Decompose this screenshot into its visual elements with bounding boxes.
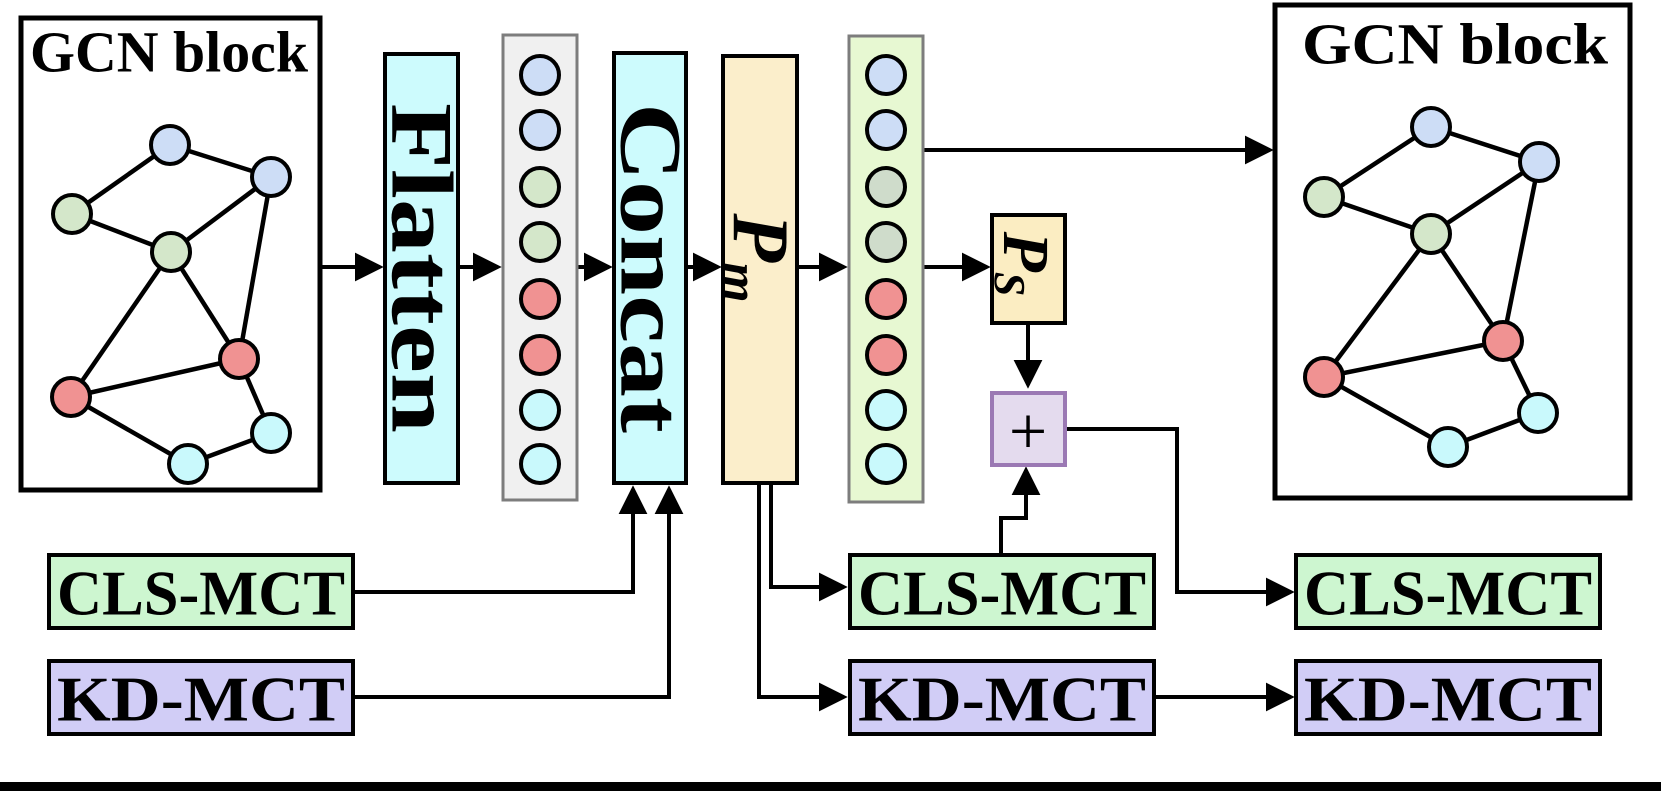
feature-column-green: [847, 34, 925, 504]
ps-subscript: S: [986, 272, 1035, 296]
graph-node-cyan: [167, 443, 209, 485]
vector-cell-cyan: [519, 443, 561, 485]
plus-label: +: [1009, 393, 1047, 469]
vector-cell-red: [865, 334, 907, 376]
ps-block: PS: [986, 213, 1067, 325]
vector-cell-cyan: [865, 389, 907, 431]
plus-block: +: [990, 391, 1067, 469]
ps-base: P: [990, 231, 1063, 273]
vector-cell-cyan: [865, 443, 907, 485]
vector-cell-red: [519, 334, 561, 376]
vector-cell-blue: [519, 54, 561, 96]
kd-mct-right-box: [1294, 659, 1602, 736]
gcn-block-left: GCN block: [18, 15, 323, 493]
arrow-plus-to-clsright: [1065, 427, 1295, 607]
vector-cell-red: [865, 278, 907, 320]
flatten-box: [383, 52, 460, 485]
flatten-block: Flatten: [373, 52, 470, 485]
cls-mct-left-box: [47, 553, 355, 630]
vector-cell-blue: [519, 109, 561, 151]
graph-node-red: [50, 376, 92, 418]
vector-cell-blue: [865, 54, 907, 96]
cls-mct-right-box: [1294, 553, 1602, 630]
kd-mct-left-label: KD-MCT: [57, 664, 345, 735]
cls-mct-middle-box: [848, 553, 1156, 630]
graph-edge: [1322, 125, 1433, 199]
mct-boxes: CLS-MCT KD-MCT CLS-MCT KD-MCT CLS-MCT KD…: [47, 553, 1602, 736]
concat-box: [612, 51, 688, 485]
graph-node-blue: [1410, 106, 1452, 148]
arrow-pm-to-clsmid: [769, 483, 848, 602]
kd-mct-right-label: KD-MCT: [1304, 664, 1592, 735]
pm-block: Pm: [712, 54, 805, 485]
gcn-right-frame: [1272, 2, 1633, 501]
cls-mct-right-label: CLS-MCT: [1304, 558, 1592, 629]
graph-edge: [69, 250, 173, 399]
graph-edge: [70, 356, 240, 400]
graph-edge: [1500, 161, 1542, 342]
graph-node-red: [1482, 320, 1524, 362]
arrow-clsmid-to-plus: [999, 466, 1041, 555]
flatten-label: Flatten: [373, 103, 470, 433]
graph-edge: [1322, 232, 1433, 379]
green-column-box: [847, 34, 925, 504]
kd-mct-left-box: [47, 659, 355, 736]
ps-label: PS: [986, 231, 1063, 297]
graph-node-blue: [1518, 141, 1560, 183]
bottom-rule: [0, 782, 1661, 791]
vector-cell-blue: [865, 109, 907, 151]
vector-cell-cyan: [519, 389, 561, 431]
ps-box: [990, 213, 1067, 325]
gcn-block-right: GCN block: [1272, 2, 1633, 501]
graph-edge: [236, 176, 274, 360]
concat-label: Concat: [602, 103, 699, 433]
graph-edge: [1323, 338, 1504, 380]
connector-arrows: [322, 135, 1295, 712]
graph-node-blue: [250, 156, 292, 198]
arrow-clsleft-to-concat: [353, 485, 648, 594]
feature-column-gray: [501, 33, 579, 502]
arrow-pm-to-kdmid: [757, 483, 848, 712]
graph-node-green: [51, 193, 93, 235]
graph-node-green: [1410, 213, 1452, 255]
graph-edge: [1429, 160, 1541, 236]
vector-cell-sage: [865, 221, 907, 263]
gcn-right-nodes: [1303, 106, 1560, 468]
pm-base: P: [716, 212, 804, 263]
cls-mct-middle-label: CLS-MCT: [858, 558, 1146, 629]
plus-box: [990, 391, 1067, 467]
graph-node-green: [1303, 176, 1345, 218]
vector-cell-green: [519, 221, 561, 263]
graph-node-cyan: [1517, 392, 1559, 434]
vector-cell-red: [519, 278, 561, 320]
pm-subscript: m: [712, 262, 769, 302]
kd-mct-middle-box: [848, 659, 1156, 736]
arrow-kdleft-to-concat: [353, 485, 684, 699]
vector-cell-sage: [865, 166, 907, 208]
gcn-left-nodes: [50, 124, 292, 485]
graph-edge: [1429, 232, 1505, 343]
cls-mct-left-label: CLS-MCT: [57, 558, 345, 629]
graph-node-blue: [149, 124, 191, 166]
graph-edge: [169, 250, 241, 361]
graph-node-green: [150, 231, 192, 273]
gcn-right-title: GCN block: [1302, 12, 1609, 77]
graph-node-cyan: [250, 412, 292, 454]
gcn-left-title: GCN block: [30, 20, 309, 85]
graph-node-red: [218, 338, 260, 380]
graph-node-cyan: [1427, 426, 1469, 468]
graph-node-red: [1303, 356, 1345, 398]
kd-mct-middle-label: KD-MCT: [858, 664, 1146, 735]
vector-cell-green: [519, 166, 561, 208]
graph-edge: [69, 395, 190, 466]
pm-label: Pm: [712, 212, 805, 302]
concat-block: Concat: [602, 51, 699, 485]
pm-box: [721, 54, 799, 485]
graph-edge: [1322, 375, 1450, 449]
